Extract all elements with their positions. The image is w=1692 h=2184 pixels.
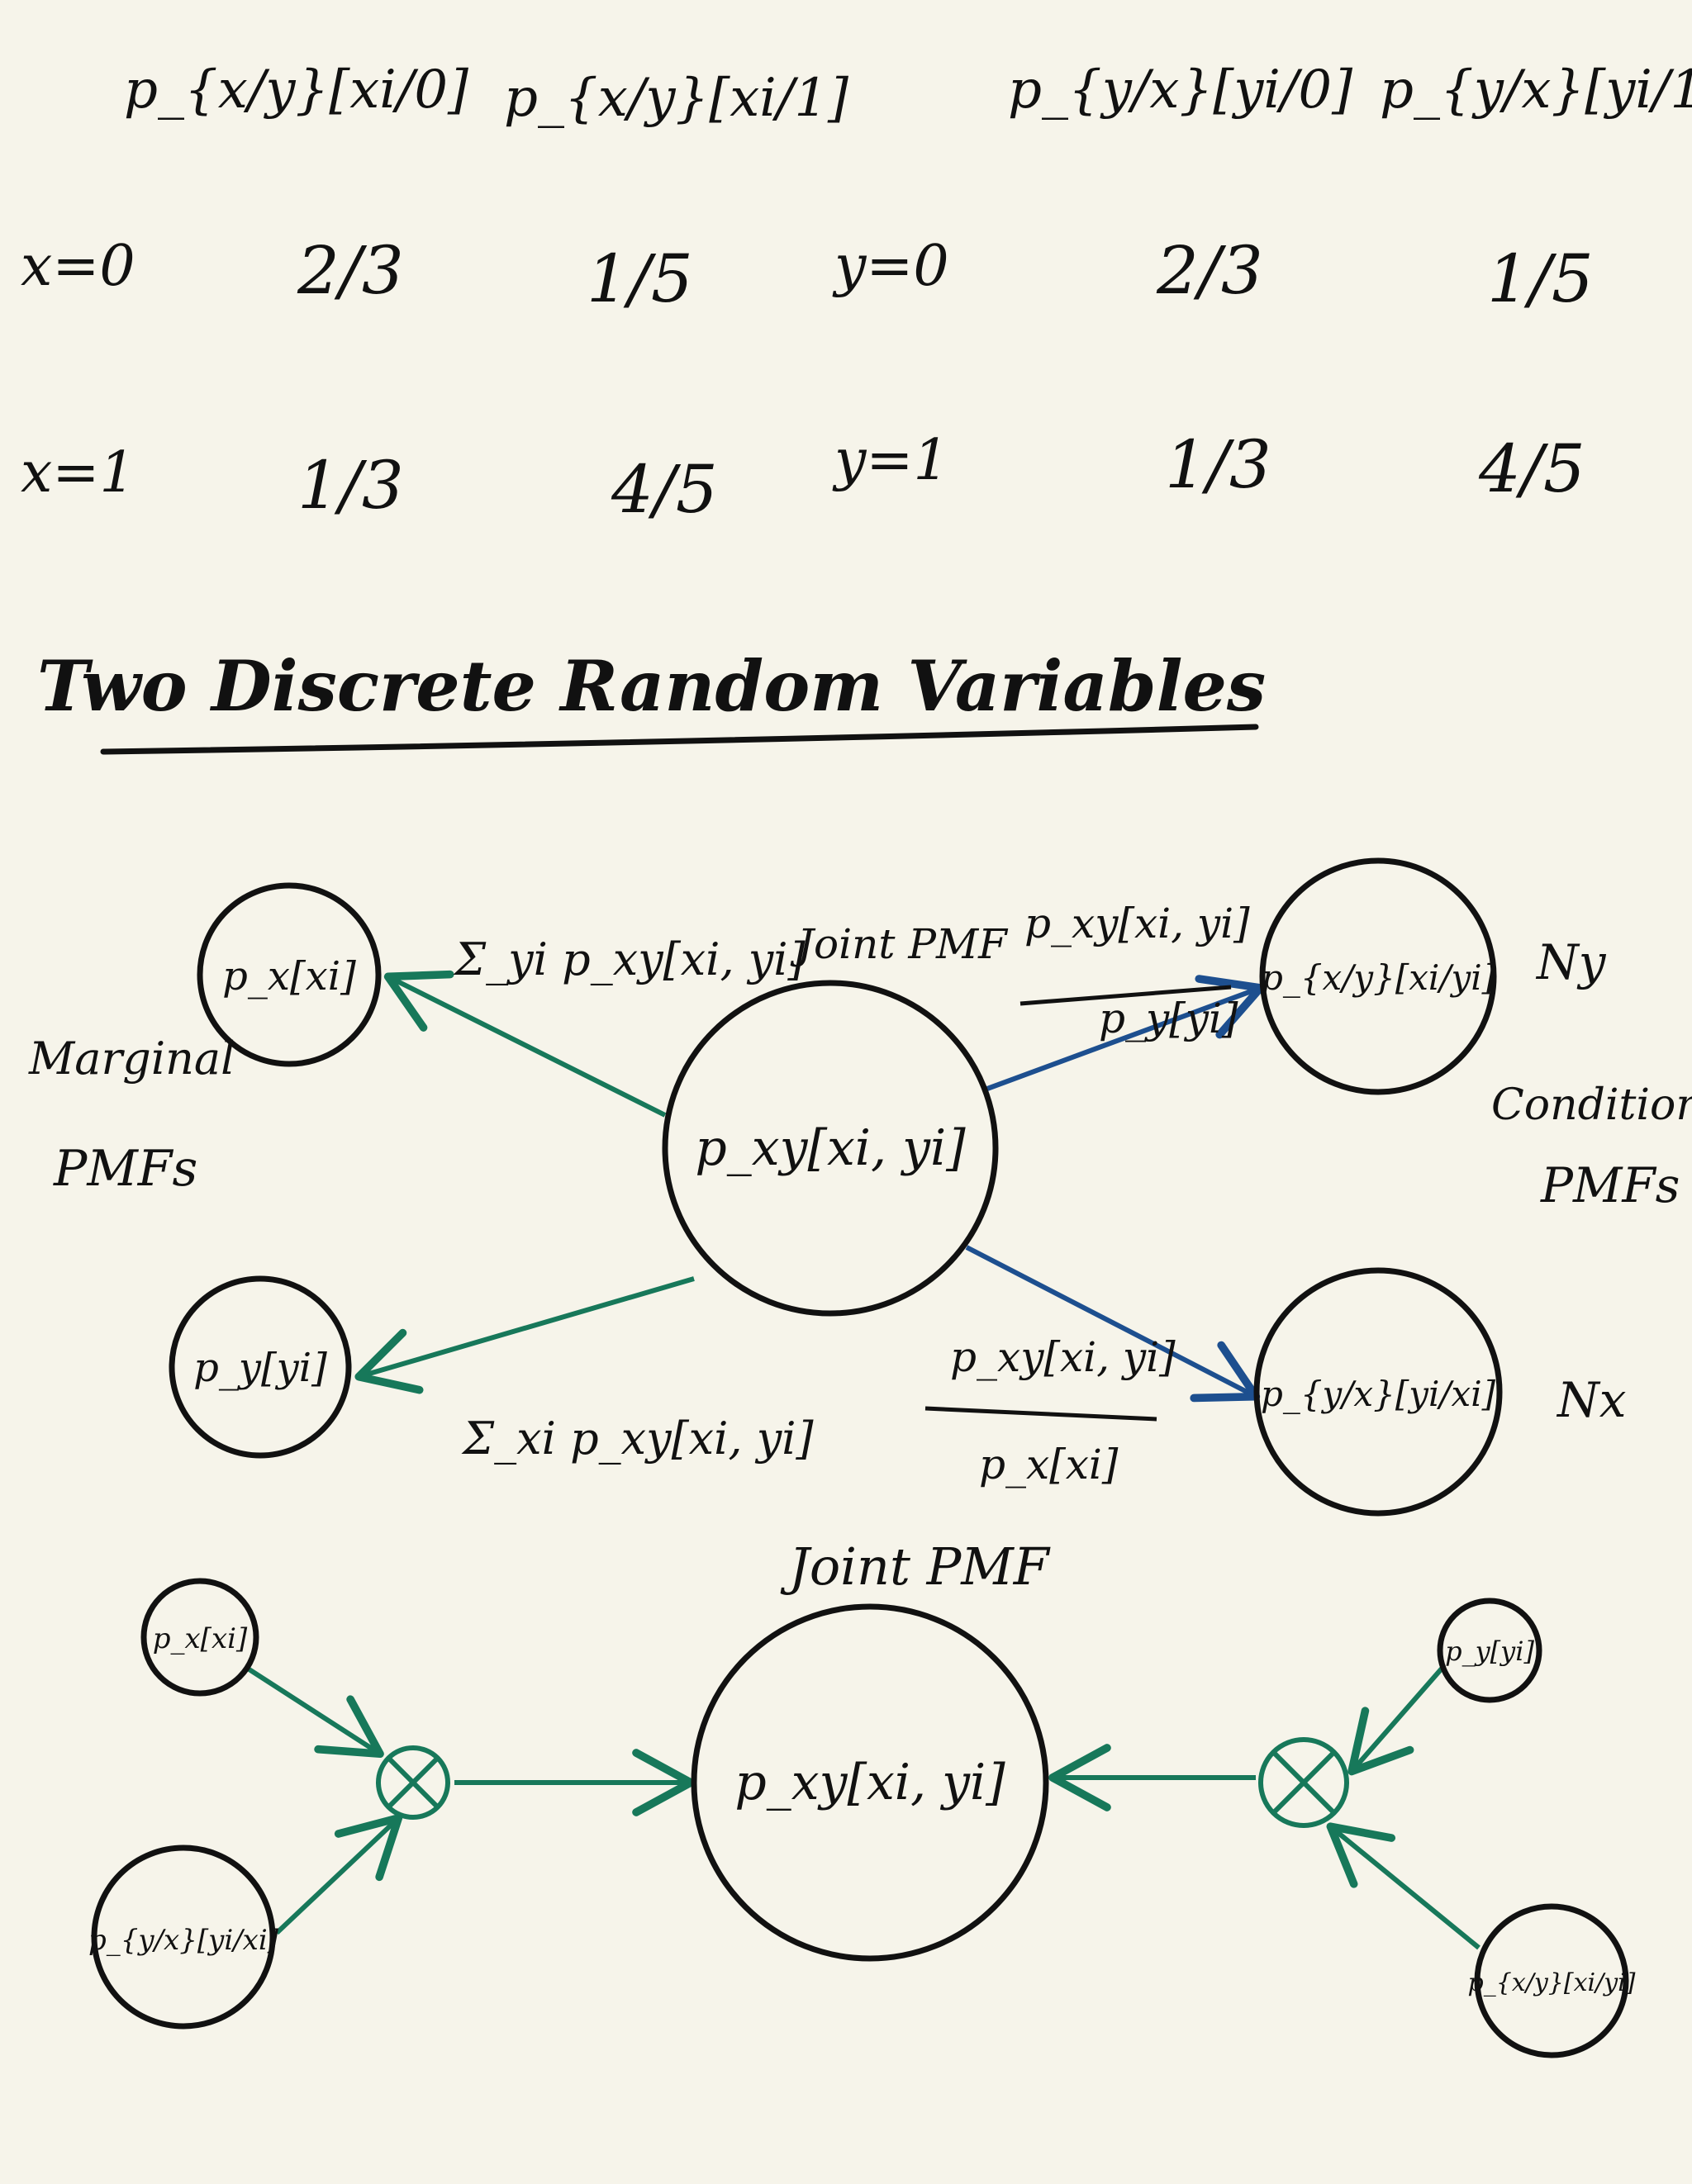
cell-y0-d: 1/5 [1487, 240, 1594, 317]
joint-pmf-annotation: Joint PMF [790, 920, 1009, 968]
cond-xy-label: p_{x/y}[xi/yi] [1261, 957, 1496, 998]
diagram-joint-construction: Joint PMF p_xy[xi, yi] p_x[xi] p_{y/ [88, 1536, 1636, 2058]
page-title: Two Discrete Random Variables [37, 645, 1266, 727]
arrow-to-cond-xy [986, 975, 1265, 1091]
row-label-y0: y=0 [832, 234, 949, 299]
cond-xy-node [1259, 857, 1497, 1095]
nx-label: Nx [1556, 1372, 1626, 1428]
pmf-table: p_{x/y}[xi/0] p_{x/y}[xi/1] p_{y/x}[yi/0… [21, 59, 1692, 528]
joint-pmf-label-2: p_xy[xi, yi] [734, 1754, 1005, 1811]
cell-x1-a: 1/3 [297, 447, 404, 524]
marginal-x-node [197, 882, 382, 1067]
py-label-2: p_y[yi] [1445, 1636, 1534, 1667]
table-header-1: p_{x/y}[xi/0] [124, 59, 469, 121]
multiply-node-left [376, 1745, 450, 1820]
multiply-node-right [1258, 1737, 1349, 1828]
cond-yx-label: p_{y/x}[yi/xi] [1261, 1374, 1496, 1414]
pxy-label-2: p_{x/y}[xi/yi] [1468, 1968, 1636, 1997]
arrow-px-to-mult [246, 1666, 384, 1759]
conditional-pmfs-label-line2: PMFs [1540, 1157, 1680, 1213]
table-header-3: p_{y/x}[yi/0] [1008, 59, 1353, 121]
sum-over-y-label: Σ_yi p_xy[xi, yi] [453, 933, 806, 985]
joint-pmf-label: p_xy[xi, yi] [695, 1119, 966, 1177]
frac-xy-denominator: p_y[yi] [1099, 995, 1238, 1042]
arrow-pyx-to-mult [274, 1814, 403, 1935]
arrow-to-cond-yx [965, 1245, 1261, 1403]
marginal-y-label: p_y[yi] [193, 1345, 327, 1391]
frac-yx-denominator: p_x[xi] [979, 1441, 1119, 1488]
frac-yx-bar [924, 1406, 1157, 1422]
arrow-to-marginal-y [354, 1276, 695, 1394]
ny-label: Ny [1535, 934, 1607, 990]
frac-xy-numerator: p_xy[xi, yi] [1024, 900, 1250, 947]
frac-yx-numerator: p_xy[xi, yi] [950, 1333, 1176, 1381]
cell-y1-d: 4/5 [1478, 430, 1585, 507]
px-node-2 [140, 1578, 259, 1697]
title-underline [100, 724, 1259, 755]
cell-x0-a: 2/3 [297, 232, 404, 309]
cell-x1-b: 4/5 [611, 451, 718, 528]
pyx-label-2: p_{y/x}[yi/xi] [88, 1924, 279, 1957]
px-label-2: p_x[xi] [153, 1622, 248, 1655]
cell-y0-c: 2/3 [1156, 232, 1263, 309]
table-header-2: p_{x/y}[xi/1] [504, 68, 849, 129]
marginal-y-node [169, 1275, 352, 1459]
arrow-to-marginal-x [383, 970, 667, 1118]
joint-pmf-node [662, 980, 999, 1317]
py-node-2 [1437, 1598, 1542, 1703]
frac-xy-bar [1019, 985, 1232, 1006]
marginal-x-label: p_x[xi] [222, 953, 356, 999]
marginal-pmfs-label-line2: PMFs [53, 1140, 197, 1198]
joint-pmf-node-2 [691, 1603, 1049, 1962]
pxy-node-2 [1474, 1903, 1629, 2058]
joint-pmf-title: Joint PMF [780, 1536, 1051, 1597]
diagram-relationships: p_xy[xi, yi] p_x[xi] p_y[yi] p_{x/y}[xi/… [28, 857, 1692, 1517]
marginal-pmfs-label-line1: Marginal [28, 1033, 235, 1085]
row-label-y1: y=1 [832, 428, 949, 493]
conditional-pmfs-label-line1: Conditional [1491, 1080, 1692, 1130]
row-label-x0: x=0 [21, 234, 135, 299]
cell-y1-c: 1/3 [1165, 426, 1271, 503]
sum-over-x-label: Σ_xi p_xy[xi, yi] [461, 1412, 814, 1465]
cell-x0-b: 1/5 [587, 240, 693, 317]
arrow-py-to-mult [1347, 1667, 1444, 1776]
row-label-x1: x=1 [21, 440, 135, 506]
table-header-4: p_{y/x}[yi/1] [1380, 59, 1692, 121]
arrow-pxy-to-mult [1326, 1822, 1480, 1950]
cond-yx-node [1253, 1267, 1503, 1517]
pyx-node-2 [91, 1845, 276, 2030]
